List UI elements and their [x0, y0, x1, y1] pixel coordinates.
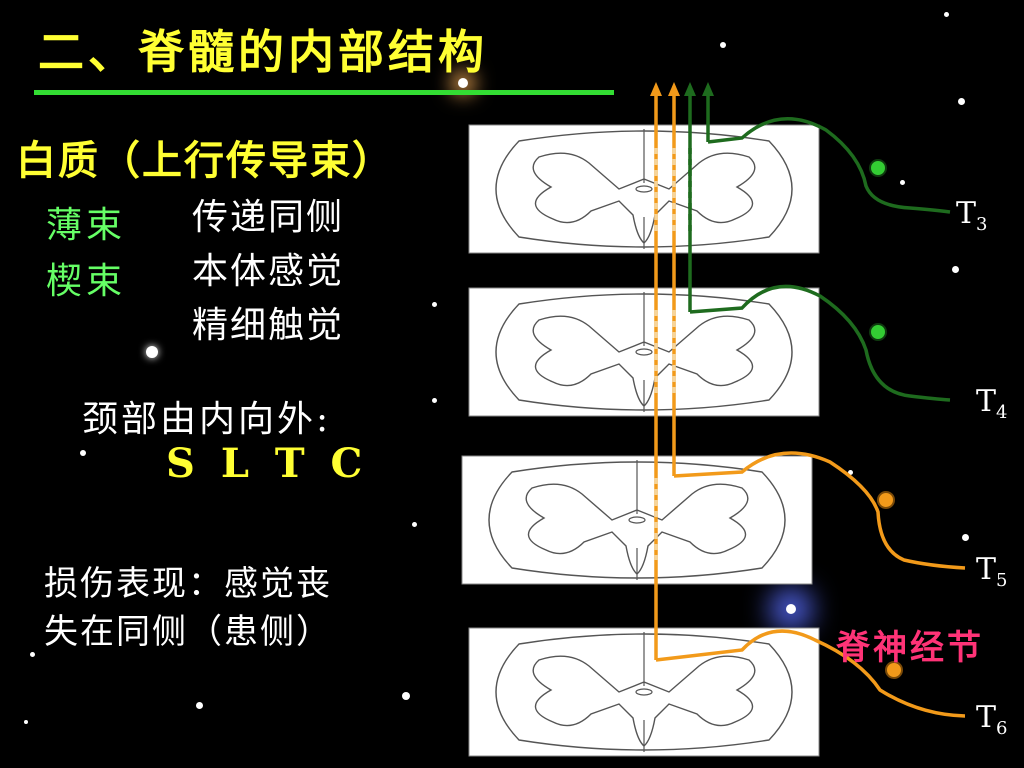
- star-decoration: [412, 522, 417, 527]
- star-decoration: [786, 604, 796, 614]
- cord-section-t5: [461, 455, 813, 585]
- star-decoration: [848, 470, 853, 475]
- function-line: 本体感觉: [192, 251, 345, 292]
- star-decoration: [962, 534, 969, 541]
- white-matter-heading: 白质（上行传导束）: [16, 137, 394, 184]
- star-decoration: [196, 702, 203, 709]
- star-decoration: [458, 78, 468, 88]
- order-value: S L T C: [166, 440, 369, 487]
- ganglion-label: 脊神经节: [836, 628, 984, 668]
- page-title: 二、脊髓的内部结构: [38, 25, 488, 79]
- star-decoration: [80, 450, 86, 456]
- ganglion-t3: [869, 159, 887, 177]
- arrow-head-t5: [668, 82, 680, 96]
- segment-label-t3: T3: [956, 196, 988, 235]
- segment-label-t6: T6: [976, 700, 1008, 739]
- arrow-head-t6: [650, 82, 662, 96]
- green-fibre-group: [688, 92, 951, 402]
- tract-label-gracile: 薄束: [46, 205, 127, 246]
- fibre-t6-root: [655, 629, 966, 718]
- injury-line: 损伤表现：感觉丧: [44, 564, 332, 604]
- star-decoration: [900, 180, 905, 185]
- ganglion-t6: [885, 661, 903, 679]
- title-underline: [34, 90, 614, 95]
- segment-label-t4: T4: [976, 384, 1008, 423]
- ganglion-t5: [877, 491, 895, 509]
- star-decoration: [952, 266, 959, 273]
- cord-section-t4: [468, 287, 820, 417]
- function-line: 精细触觉: [192, 305, 345, 346]
- star-decoration: [146, 346, 158, 358]
- fibre-t4-root: [689, 284, 951, 402]
- function-line: 传递同侧: [192, 197, 345, 238]
- tract-label-cuneate: 楔束: [46, 261, 127, 302]
- fibre-t5-root: [673, 451, 966, 570]
- star-decoration: [432, 302, 437, 307]
- ganglion-t4: [869, 323, 887, 341]
- order-description: 颈部由内向外:: [82, 399, 332, 440]
- injury-line: 失在同侧（患侧）: [44, 612, 332, 652]
- fibre-t3-root: [707, 117, 951, 214]
- arrow-head-t4: [684, 82, 696, 96]
- star-decoration: [720, 42, 726, 48]
- star-decoration: [944, 12, 949, 17]
- arrow-head-t3: [702, 82, 714, 96]
- star-decoration: [958, 98, 965, 105]
- star-decoration: [432, 398, 437, 403]
- star-decoration: [402, 692, 410, 700]
- star-decoration: [30, 652, 35, 657]
- cord-section-t3: [468, 124, 820, 254]
- cord-section-t6: [468, 627, 820, 757]
- segment-label-t5: T5: [976, 552, 1008, 591]
- star-decoration: [24, 720, 28, 724]
